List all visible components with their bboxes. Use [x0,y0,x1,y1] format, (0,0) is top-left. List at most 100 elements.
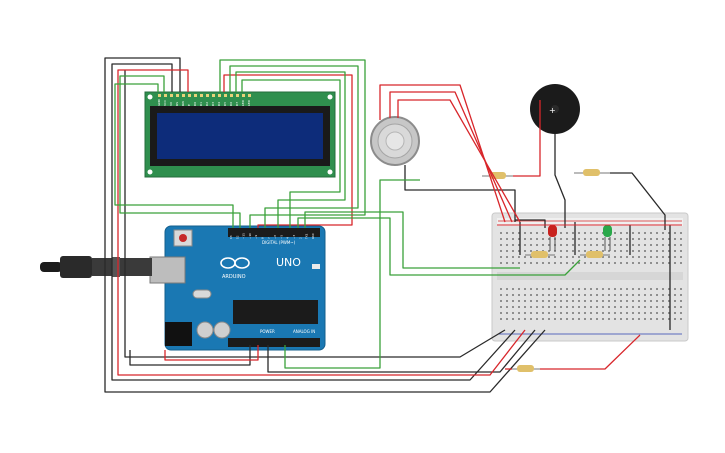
breadboard-hole[interactable] [536,300,538,302]
breadboard-hole[interactable] [632,262,634,264]
breadboard-hole[interactable] [626,232,628,234]
breadboard-hole[interactable] [542,318,544,320]
lcd-pin[interactable] [230,94,233,97]
breadboard-hole[interactable] [560,232,562,234]
breadboard-hole[interactable] [590,262,592,264]
breadboard-hole[interactable] [638,300,640,302]
breadboard-hole[interactable] [602,300,604,302]
breadboard-hole[interactable] [680,294,682,296]
breadboard-hole[interactable] [584,232,586,234]
breadboard-hole[interactable] [596,262,598,264]
breadboard-hole[interactable] [662,238,664,240]
breadboard-hole[interactable] [674,262,676,264]
breadboard-hole[interactable] [512,256,514,258]
breadboard-hole[interactable] [506,288,508,290]
resistor[interactable] [512,365,540,372]
breadboard-hole[interactable] [554,312,556,314]
breadboard-hole[interactable] [548,262,550,264]
breadboard-hole[interactable] [656,262,658,264]
breadboard-hole[interactable] [602,238,604,240]
breadboard-hole[interactable] [506,232,508,234]
breadboard-hole[interactable] [596,300,598,302]
breadboard-hole[interactable] [554,262,556,264]
breadboard-hole[interactable] [608,238,610,240]
breadboard-hole[interactable] [584,288,586,290]
breadboard-hole[interactable] [680,262,682,264]
breadboard-hole[interactable] [650,238,652,240]
breadboard-hole[interactable] [560,294,562,296]
breadboard-hole[interactable] [620,300,622,302]
breadboard-hole[interactable] [530,244,532,246]
lcd-pin[interactable] [164,94,167,97]
breadboard-hole[interactable] [548,256,550,258]
resistor[interactable] [574,169,610,176]
breadboard-hole[interactable] [548,318,550,320]
breadboard-hole[interactable] [650,256,652,258]
lcd-pin[interactable] [236,94,239,97]
breadboard-hole[interactable] [560,262,562,264]
breadboard-hole[interactable] [614,300,616,302]
breadboard-hole[interactable] [536,288,538,290]
breadboard-hole[interactable] [680,306,682,308]
breadboard-hole[interactable] [596,306,598,308]
breadboard-hole[interactable] [560,238,562,240]
breadboard-hole[interactable] [626,244,628,246]
breadboard-hole[interactable] [596,318,598,320]
breadboard-hole[interactable] [530,232,532,234]
breadboard-hole[interactable] [680,318,682,320]
breadboard-hole[interactable] [596,238,598,240]
breadboard-hole[interactable] [674,250,676,252]
breadboard-hole[interactable] [590,318,592,320]
breadboard-hole[interactable] [578,300,580,302]
breadboard-hole[interactable] [518,312,520,314]
breadboard-hole[interactable] [620,294,622,296]
breadboard-hole[interactable] [608,288,610,290]
breadboard-hole[interactable] [662,300,664,302]
breadboard-hole[interactable] [506,262,508,264]
breadboard-hole[interactable] [560,256,562,258]
lcd-pin[interactable] [158,94,161,97]
breadboard-hole[interactable] [530,250,532,252]
breadboard-hole[interactable] [560,318,562,320]
breadboard-hole[interactable] [638,238,640,240]
breadboard-hole[interactable] [560,300,562,302]
reset-button-cap[interactable] [179,234,187,242]
breadboard-hole[interactable] [512,288,514,290]
breadboard-hole[interactable] [632,250,634,252]
breadboard-hole[interactable] [578,288,580,290]
breadboard-hole[interactable] [572,294,574,296]
breadboard-hole[interactable] [500,256,502,258]
breadboard-hole[interactable] [668,318,670,320]
breadboard-hole[interactable] [572,250,574,252]
breadboard-hole[interactable] [554,256,556,258]
breadboard-hole[interactable] [584,244,586,246]
breadboard-hole[interactable] [566,250,568,252]
breadboard-hole[interactable] [644,318,646,320]
breadboard-hole[interactable] [674,256,676,258]
breadboard-hole[interactable] [590,244,592,246]
breadboard-hole[interactable] [674,312,676,314]
breadboard-hole[interactable] [542,300,544,302]
breadboard-hole[interactable] [638,318,640,320]
breadboard-hole[interactable] [662,262,664,264]
breadboard-hole[interactable] [632,244,634,246]
breadboard-hole[interactable] [656,288,658,290]
breadboard-hole[interactable] [602,312,604,314]
breadboard-hole[interactable] [680,312,682,314]
breadboard-hole[interactable] [602,262,604,264]
breadboard-hole[interactable] [638,306,640,308]
breadboard-hole[interactable] [584,312,586,314]
breadboard-hole[interactable] [566,244,568,246]
breadboard-hole[interactable] [584,294,586,296]
lcd-pin[interactable] [188,94,191,97]
breadboard-hole[interactable] [638,250,640,252]
breadboard-hole[interactable] [644,300,646,302]
breadboard-hole[interactable] [518,256,520,258]
breadboard-hole[interactable] [668,312,670,314]
breadboard-hole[interactable] [578,256,580,258]
breadboard-hole[interactable] [668,238,670,240]
breadboard-hole[interactable] [620,306,622,308]
breadboard-hole[interactable] [500,232,502,234]
breadboard-hole[interactable] [644,238,646,240]
breadboard-hole[interactable] [662,312,664,314]
